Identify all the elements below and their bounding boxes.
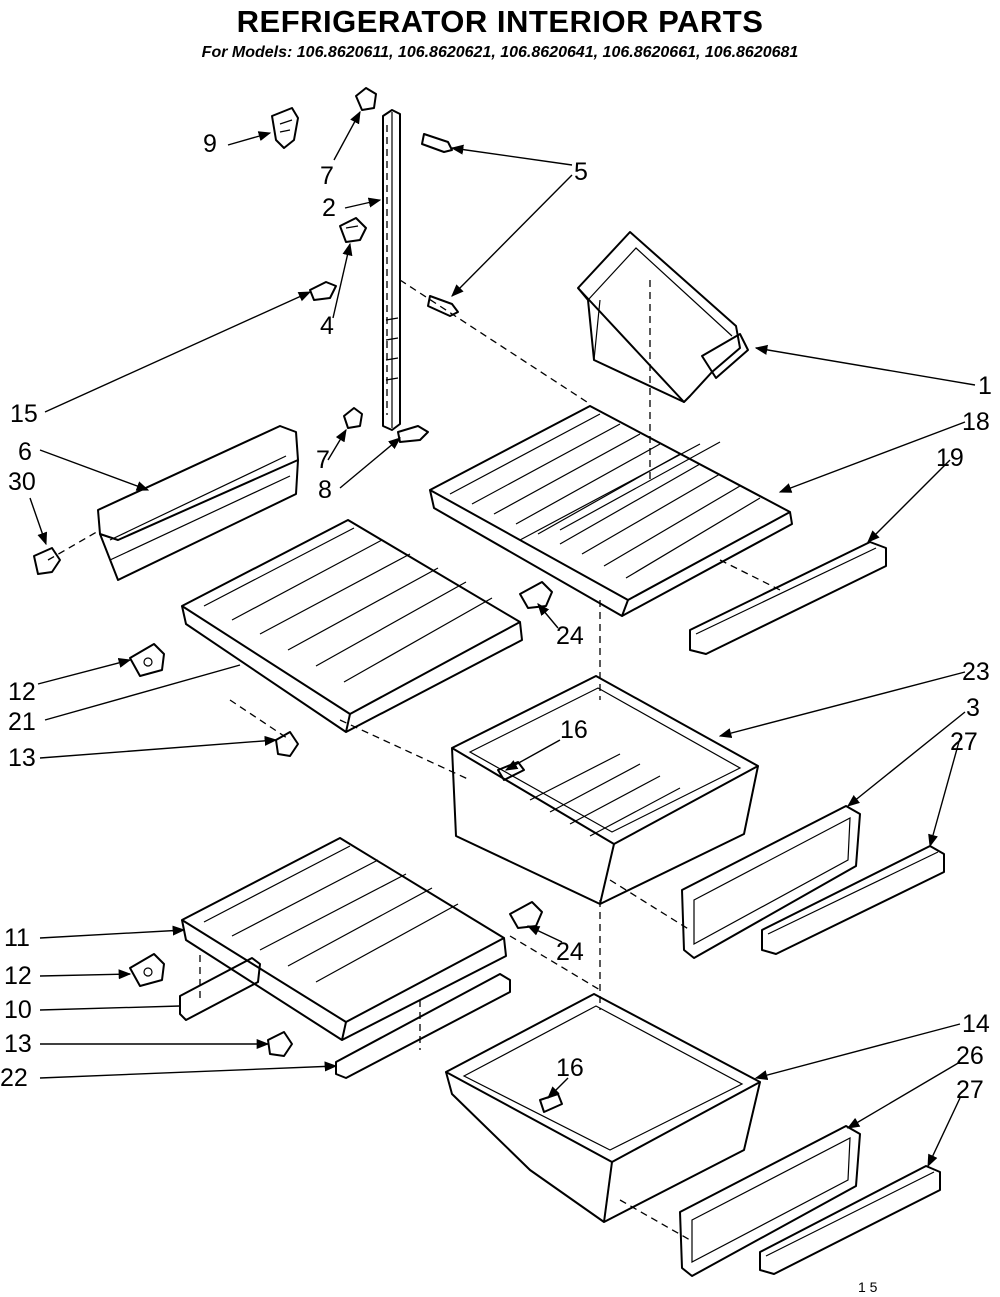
part-24-support-lower — [509, 901, 543, 929]
part-21-shelf — [181, 519, 523, 733]
callout-13-lower: 13 — [4, 1030, 32, 1058]
part-15-pin — [309, 281, 337, 301]
leader-lines — [29, 110, 976, 1168]
callout-11: 11 — [4, 924, 30, 952]
part-13-clip-lower — [267, 1031, 293, 1057]
callout-22: 22 — [0, 1064, 28, 1092]
part-12-bracket-lower — [129, 953, 165, 987]
part-16-insert-upper — [497, 761, 525, 781]
part-7-cap-top — [355, 87, 377, 111]
callout-9: 9 — [203, 130, 217, 158]
page-title: REFRIGERATOR INTERIOR PARTS — [236, 4, 764, 39]
part-12-bracket-upper — [129, 643, 165, 677]
page-mark: 1 5 — [858, 1279, 878, 1295]
part-5-pin-upper — [421, 133, 453, 153]
part-27-trim-lower — [759, 1165, 941, 1275]
part-18-wire-shelf — [429, 405, 793, 617]
callout-19: 19 — [936, 444, 964, 472]
callout-15: 15 — [10, 400, 38, 428]
callout-4: 4 — [320, 312, 334, 340]
part-11-shelf — [181, 837, 507, 1041]
callout-1: 1 — [978, 372, 992, 400]
callout-14: 14 — [962, 1010, 990, 1038]
part-7-cap-lower — [343, 407, 363, 429]
part-4-roller — [339, 217, 367, 243]
part-23-crisper — [451, 675, 759, 905]
callout-12-upper: 12 — [8, 678, 36, 706]
part-9-clip — [271, 107, 299, 149]
part-24-support-upper — [519, 581, 553, 609]
callout-3: 3 — [966, 694, 980, 722]
callout-24-lower: 24 — [556, 938, 584, 966]
part-6-rail — [97, 425, 299, 581]
callout-7-lower: 7 — [316, 446, 330, 474]
part-22-trim — [335, 973, 511, 1079]
part-5-pin-lower — [427, 295, 459, 317]
callout-26: 26 — [956, 1042, 984, 1070]
callout-2: 2 — [322, 194, 336, 222]
callouts: 9 7 2 5 4 1 15 18 6 19 30 7 8 24 23 12 3… — [0, 130, 992, 1295]
callout-16-upper: 16 — [560, 716, 588, 744]
callout-13-upper: 13 — [8, 744, 36, 772]
callout-8: 8 — [318, 476, 332, 504]
models-line: For Models: 106.8620611, 106.8620621, 10… — [201, 44, 799, 61]
part-19-trim — [689, 541, 887, 655]
callout-12-lower: 12 — [4, 962, 32, 990]
part-14-crisper — [445, 993, 761, 1223]
callout-16-lower: 16 — [556, 1054, 584, 1082]
part-10-rail — [179, 957, 261, 1021]
part-1-bin — [577, 231, 749, 403]
callout-7-top: 7 — [320, 162, 334, 190]
callout-10: 10 — [4, 996, 32, 1024]
part-2-rail — [382, 109, 401, 431]
callout-24-upper: 24 — [556, 622, 584, 650]
callout-30: 30 — [8, 468, 36, 496]
callout-23: 23 — [962, 658, 990, 686]
part-26-cover — [679, 1125, 861, 1277]
part-3-cover — [681, 805, 861, 959]
callout-27-upper: 27 — [950, 728, 978, 756]
callout-5: 5 — [574, 158, 588, 186]
part-8-pin — [397, 425, 429, 443]
alignment-lines — [47, 279, 781, 1241]
part-27-trim-upper — [761, 845, 945, 955]
callout-18: 18 — [962, 408, 990, 436]
part-13-clip-upper — [275, 731, 299, 757]
part-30-clip — [33, 547, 61, 575]
part-16-insert-lower — [539, 1093, 563, 1113]
callout-6: 6 — [18, 438, 32, 466]
callout-27-lower: 27 — [956, 1076, 984, 1104]
callout-21: 21 — [8, 708, 36, 736]
